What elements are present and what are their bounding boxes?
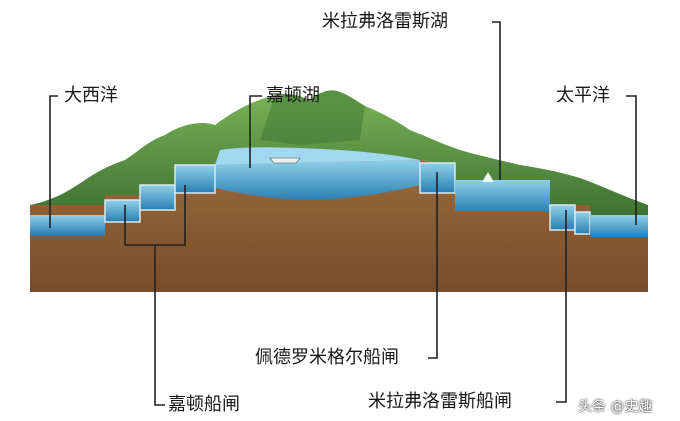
leader-pedro-miguel-locks — [428, 172, 438, 359]
leader-atlantic — [49, 95, 58, 228]
label-pedro-miguel-locks: 佩德罗米格尔船闸 — [255, 347, 399, 368]
leader-lines — [49, 21, 637, 406]
atlantic-water — [30, 215, 105, 235]
gatun-lock-chamber-3 — [174, 164, 216, 194]
label-atlantic: 大西洋 — [64, 85, 118, 106]
leader-miraflores-locks — [556, 210, 567, 403]
miraflores-lock-chamber-2 — [574, 211, 591, 235]
miraflores-lake-splash — [482, 172, 494, 182]
label-miraflores-lake: 米拉弗洛雷斯湖 — [322, 11, 448, 32]
gatun-lake-water — [215, 160, 420, 200]
miraflores-lake-water — [455, 180, 550, 212]
leader-gatun-lake — [249, 95, 262, 168]
ship-icon — [269, 157, 301, 164]
gatun-lock-chamber-2 — [139, 184, 176, 211]
label-gatun-locks: 嘉顿船闸 — [168, 394, 240, 415]
label-gatun-lake: 嘉顿湖 — [266, 85, 320, 106]
miraflores-lock-chamber-1 — [549, 204, 576, 231]
label-miraflores-locks: 米拉弗洛雷斯船闸 — [368, 391, 512, 412]
hill-shadow — [260, 90, 365, 145]
gatun-lock-chamber-1 — [104, 199, 141, 223]
pacific-water — [590, 215, 648, 237]
leader-gatun-locks-stem — [154, 245, 165, 406]
leader-pacific — [626, 95, 637, 225]
leader-miraflores-lake — [492, 21, 501, 180]
watermark: 头条 @史趣 — [578, 399, 653, 415]
label-pacific: 太平洋 — [556, 85, 610, 106]
gatun-lake-surface — [215, 147, 420, 165]
